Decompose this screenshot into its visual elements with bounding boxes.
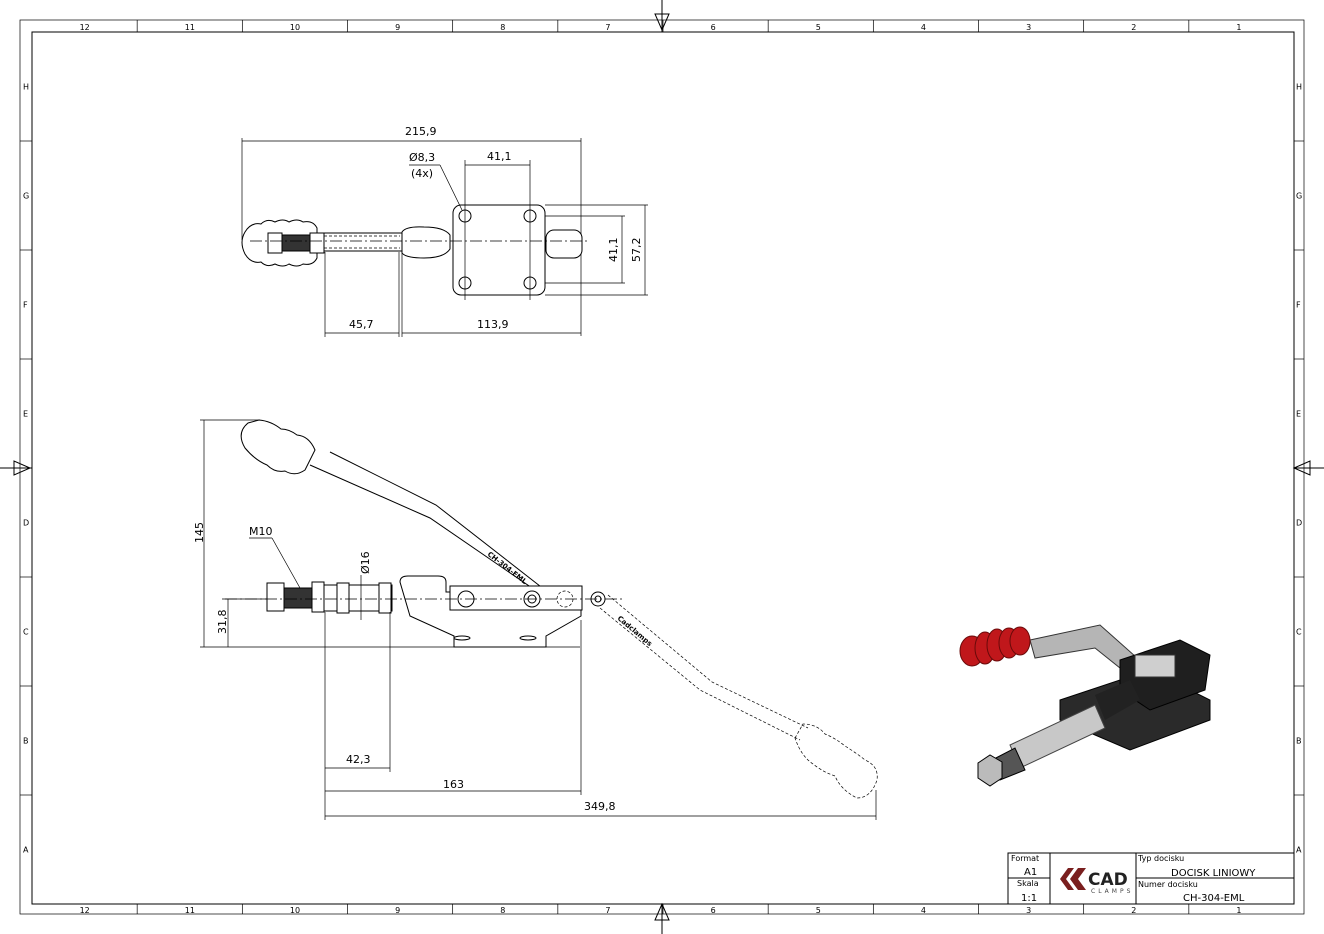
row-ref: B xyxy=(23,737,29,746)
logo-text: CAD xyxy=(1088,870,1128,890)
column-ref: 3 xyxy=(1026,23,1031,32)
row-ref: B xyxy=(1296,737,1302,746)
thread xyxy=(281,234,311,252)
dim-stroke: 45,7 xyxy=(349,318,374,331)
upper-handle-grip xyxy=(240,419,316,475)
column-ref: 11 xyxy=(185,906,195,915)
row-ref: D xyxy=(1296,519,1302,528)
dim-overall: 349,8 xyxy=(584,800,616,813)
dim-42-3: 42,3 xyxy=(346,753,371,766)
column-ref: 7 xyxy=(605,23,610,32)
dim-overall-length: 215,9 xyxy=(405,125,437,138)
bolt-3d xyxy=(977,754,1003,787)
column-ref: 4 xyxy=(921,23,926,32)
dim-height: 145 xyxy=(193,522,206,543)
row-ref: C xyxy=(1296,628,1302,637)
column-ref: 1 xyxy=(1236,23,1241,32)
column-ref: 12 xyxy=(80,23,90,32)
type-label: Typ docisku xyxy=(1137,854,1184,863)
dim-hole-count: (4x) xyxy=(411,167,433,180)
number-value: CH-304-EML xyxy=(1183,893,1245,904)
dim-rod-diameter: Ø16 xyxy=(359,551,372,574)
row-ref: A xyxy=(23,846,29,855)
row-ref: D xyxy=(23,519,29,528)
side-view: 145 31,8 CH-304-EML Cadclamps M10 Ø16 xyxy=(193,419,878,820)
dim-163: 163 xyxy=(443,778,464,791)
number-label: Numer docisku xyxy=(1138,880,1198,889)
row-ref: A xyxy=(1296,846,1302,855)
dim-base-to-end: 113,9 xyxy=(477,318,509,331)
column-ref: 7 xyxy=(605,906,610,915)
dim-hole-diameter: Ø8,3 xyxy=(409,151,435,164)
row-ref: H xyxy=(23,83,29,92)
dim-base-width: 57,2 xyxy=(630,238,643,263)
column-ref: 6 xyxy=(711,906,716,915)
row-ref: H xyxy=(1296,83,1302,92)
format-label: Format xyxy=(1011,854,1039,863)
column-ref: 10 xyxy=(290,906,300,915)
dim-thread: M10 xyxy=(249,525,273,538)
cad-clamps-logo: CAD CLAMPS xyxy=(1060,868,1133,895)
row-ref: G xyxy=(23,192,29,201)
isometric-render xyxy=(959,624,1211,787)
format-value: A1 xyxy=(1024,867,1037,878)
column-ref: 2 xyxy=(1131,906,1136,915)
hex-bolt xyxy=(266,582,285,612)
column-ref: 9 xyxy=(395,23,400,32)
title-block: Format A1 Skala 1:1 CAD CLAMPS Typ docis… xyxy=(1007,852,1295,905)
base-plate xyxy=(452,204,546,296)
inner-frame xyxy=(31,31,1295,905)
column-ref: 8 xyxy=(500,23,505,32)
type-value: DOCISK LINIOWY xyxy=(1171,868,1256,879)
red-grip-3d xyxy=(959,626,1031,667)
row-ref: F xyxy=(23,301,28,310)
body-top xyxy=(401,226,451,259)
column-ref: 1 xyxy=(1236,906,1241,915)
column-ref: 2 xyxy=(1131,23,1136,32)
outer-frame xyxy=(19,19,1305,915)
column-ref: 11 xyxy=(185,23,195,32)
column-ref: 5 xyxy=(816,906,821,915)
row-ref: F xyxy=(1296,301,1301,310)
row-ref: C xyxy=(23,628,29,637)
plunger-3d xyxy=(1009,704,1106,769)
dim-axis-height: 31,8 xyxy=(216,610,229,635)
column-ref: 12 xyxy=(80,906,90,915)
top-view: 215,9 41,1 Ø8,3 (4x) 41,1 57,2 45,7 113,… xyxy=(241,125,648,337)
handle-brand-marking: Cadclamps xyxy=(616,614,654,648)
handle-marking: CH-304-EML xyxy=(486,550,529,586)
row-ref: E xyxy=(1296,410,1301,419)
column-ref: 8 xyxy=(500,906,505,915)
logo-subtext: CLAMPS xyxy=(1091,888,1133,895)
column-ref: 10 xyxy=(290,23,300,32)
row-ref: G xyxy=(1296,192,1302,201)
clevis xyxy=(545,229,583,259)
column-ref: 5 xyxy=(816,23,821,32)
scale-value: 1:1 xyxy=(1021,893,1037,904)
column-ref: 4 xyxy=(921,906,926,915)
dim-hole-spacing-y: 41,1 xyxy=(607,238,620,263)
column-ref: 9 xyxy=(395,906,400,915)
lower-handle-grip xyxy=(794,723,878,799)
dim-hole-spacing-x: 41,1 xyxy=(487,150,512,163)
row-ref: E xyxy=(23,410,28,419)
scale-label: Skala xyxy=(1017,879,1039,888)
column-ref: 3 xyxy=(1026,906,1031,915)
column-ref: 6 xyxy=(711,23,716,32)
